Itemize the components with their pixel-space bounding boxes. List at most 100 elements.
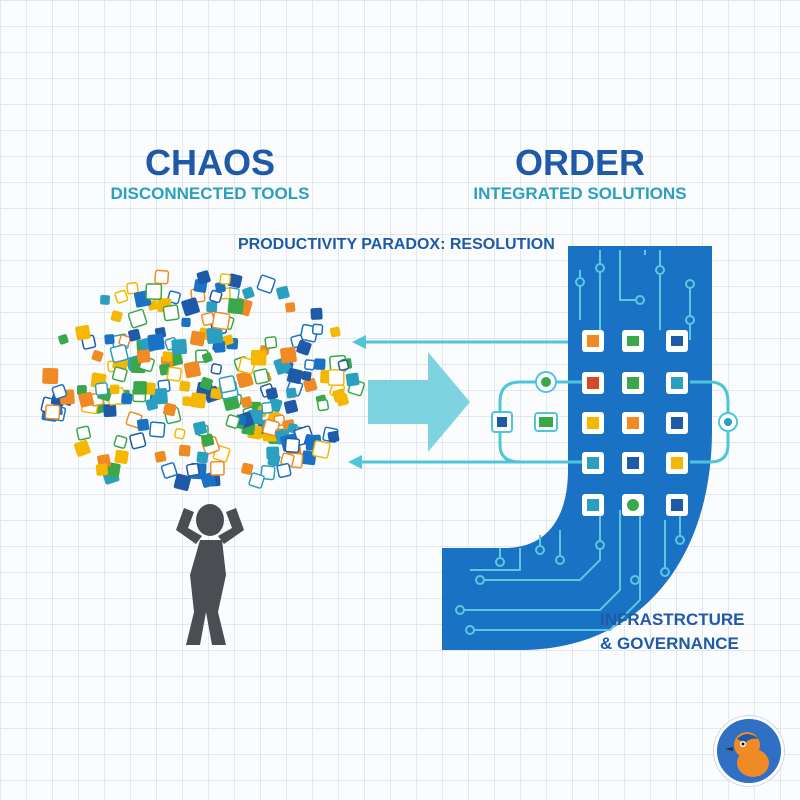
scattered-app-icon [166,366,183,382]
order-subtitle: INTEGRATED SOLUTIONS [473,184,687,203]
scattered-app-icon [240,396,253,408]
scattered-app-icon [296,340,312,356]
scattered-app-icon [225,414,241,429]
scattered-app-icon [218,375,237,394]
scattered-app-icon [111,366,128,383]
chaos-subtitle: DISCONNECTED TOOLS [110,184,310,203]
scattered-app-icon [285,387,297,399]
scattered-app-icon [133,381,147,395]
scattered-app-icon [285,302,296,313]
scattered-app-icon [214,281,226,293]
scattered-app-icon [219,273,232,285]
infrastructure-line-2: & GOVERNANCE [600,634,739,653]
scattered-app-icon [42,367,59,385]
scattered-app-icon [209,460,225,476]
scattered-app-icon [147,333,165,351]
scattered-app-icon [128,328,141,342]
scattered-app-icon [73,439,91,457]
scattered-app-icon [264,336,278,349]
scattered-app-icon [253,368,270,385]
scattered-app-icon [100,294,110,305]
integrated-icon-grid [491,330,738,516]
scattered-app-icon [121,393,133,405]
scattered-app-icon [76,385,87,395]
scattered-app-icon [256,274,276,294]
scattered-app-icon [276,462,292,479]
scattered-app-icon [237,356,256,375]
scattered-app-icon [276,285,290,300]
scattered-app-icon [327,430,340,443]
scattered-app-icon [206,327,224,345]
scattered-app-icon [75,324,91,341]
scattered-app-icon [163,402,177,417]
right-arrow-icon [368,352,470,452]
chaos-title: CHAOS [144,142,275,183]
scattered-app-icon [286,367,303,385]
scattered-app-icon [193,421,207,436]
scattered-app-icon [210,388,222,400]
scattered-app-icon [126,282,139,295]
scattered-app-icon [337,359,350,371]
scattered-app-icon [171,338,188,355]
scattered-app-icon [313,358,326,370]
scattered-app-icon [227,273,243,289]
scattered-app-icon [109,384,120,395]
scattered-app-icon [222,334,234,346]
bird-logo-icon [714,716,784,786]
scattered-app-icon [174,427,186,440]
scattered-app-icon [113,434,128,449]
scattered-app-icon [91,350,104,362]
scattered-app-icon [190,392,207,409]
scattered-app-icon [242,286,255,300]
scattered-app-icon [312,440,331,459]
scattered-app-icon [279,346,297,364]
scattered-app-icon [311,323,324,336]
scattered-app-icon [181,317,191,328]
scattered-app-icon [211,311,231,331]
scattered-app-icon [145,398,158,411]
scattered-app-icon [110,310,123,323]
scattered-app-icon [303,378,318,393]
scattered-app-icon [241,462,254,475]
scattered-app-icon [51,383,68,400]
scattered-app-icon [182,396,193,406]
scattered-app-icon [310,307,323,320]
scattered-app-icon [200,433,215,447]
order-pipe [442,246,738,650]
scattered-app-icon [186,462,200,477]
scattered-app-icon [149,421,166,438]
scattered-app-icon [173,473,192,491]
scattered-app-icon [201,352,213,364]
scattered-app-icon [44,404,61,420]
scattered-app-icon [345,372,360,387]
scattered-app-icon [267,453,281,467]
infrastructure-label: INFRASTRCTURE & GOVERNANCE [600,608,760,656]
scattered-app-icon [109,344,129,364]
scattered-app-icon [129,432,147,450]
productivity-paradox-label: PRODUCTIVITY PARADOX: RESOLUTION [238,236,555,253]
scattered-app-icon [284,437,301,454]
scattered-app-icon [206,301,218,313]
scattered-app-icon [104,334,115,345]
scattered-app-icon [160,462,178,479]
scattered-app-icon [210,363,223,375]
scattered-app-icon [189,330,206,347]
scattered-app-icon [261,401,274,414]
scattered-app-icon [162,351,173,362]
scattered-app-icon [40,269,365,491]
scattered-app-icon [136,349,151,364]
scattered-app-icon [250,349,267,366]
scattered-app-icon [114,289,129,304]
scattered-app-icon [181,297,200,317]
scattered-app-icon [330,326,341,338]
infrastructure-line-1: INFRASTRCTURE [600,610,745,629]
scattered-app-icon [196,270,211,285]
scattered-app-icon [95,463,109,476]
order-title: ORDER [514,142,645,183]
scattered-app-icon [103,403,117,418]
scattered-app-icon [304,359,316,371]
scattered-app-icon [58,334,69,345]
scattered-app-icon [236,370,254,389]
scattered-app-icon [327,368,345,387]
